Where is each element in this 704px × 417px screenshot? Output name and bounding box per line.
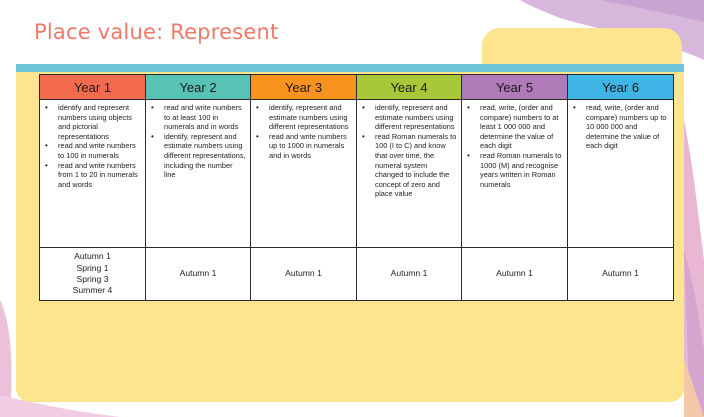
objectives-row: identify and represent numbers using obj… bbox=[39, 99, 674, 248]
terms-cell: Autumn 1 bbox=[145, 247, 251, 301]
objective-item: read, write, (order and compare) numbers… bbox=[573, 103, 669, 151]
terms-cell: Autumn 1 Spring 1 Spring 3 Summer 4 bbox=[39, 247, 146, 301]
term-label: Autumn 1 bbox=[74, 251, 111, 262]
objectives-cell: identify and represent numbers using obj… bbox=[39, 99, 146, 248]
term-label: Autumn 1 bbox=[179, 268, 217, 279]
terms-cell: Autumn 1 bbox=[356, 247, 462, 301]
term-label: Summer 4 bbox=[72, 285, 113, 296]
year-header: Year 1 bbox=[39, 74, 146, 100]
term-label: Autumn 1 bbox=[496, 268, 533, 279]
objective-item: read and write numbers from 1 to 20 in n… bbox=[45, 161, 141, 190]
objective-item: read and write numbers to at least 100 i… bbox=[151, 103, 246, 132]
objective-item: read Roman numerals to 1000 (M) and reco… bbox=[467, 151, 563, 189]
year-header: Year 5 bbox=[461, 74, 568, 100]
objective-item: identify and represent numbers using obj… bbox=[45, 103, 141, 141]
terms-cell: Autumn 1 bbox=[567, 247, 674, 301]
objective-list: identify and represent numbers using obj… bbox=[44, 103, 141, 189]
terms-cell: Autumn 1 bbox=[250, 247, 357, 301]
objective-list: identify, represent and estimate numbers… bbox=[255, 103, 352, 161]
term-label: Spring 1 bbox=[76, 262, 109, 273]
terms-row: Autumn 1 Spring 1 Spring 3 Summer 4 Autu… bbox=[39, 247, 674, 301]
objectives-cell: identify, represent and estimate numbers… bbox=[356, 99, 462, 248]
objective-item: identify, represent and estimate numbers… bbox=[256, 103, 352, 132]
objective-item: identify, represent and estimate numbers… bbox=[362, 103, 457, 132]
term-label: Autumn 1 bbox=[285, 268, 322, 279]
objectives-cell: read, write, (order and compare) numbers… bbox=[567, 99, 674, 248]
header-row: Year 1 Year 2 Year 3 Year 4 Year 5 Year … bbox=[39, 74, 674, 100]
term-label: Autumn 1 bbox=[390, 268, 428, 279]
objectives-cell: read and write numbers to at least 100 i… bbox=[145, 99, 251, 248]
objectives-cell: read, write, (order and compare) numbers… bbox=[461, 99, 568, 248]
objectives-cell: identify, represent and estimate numbers… bbox=[250, 99, 357, 248]
objective-list: read and write numbers to at least 100 i… bbox=[150, 103, 246, 180]
objective-list: read, write, (order and compare) numbers… bbox=[466, 103, 563, 189]
year-header: Year 3 bbox=[250, 74, 357, 100]
year-header: Year 4 bbox=[356, 74, 462, 100]
term-label: Spring 3 bbox=[76, 274, 109, 284]
term-label: Autumn 1 bbox=[602, 268, 639, 279]
objective-list: read, write, (order and compare) numbers… bbox=[572, 103, 669, 151]
objective-item: identify, represent and estimate numbers… bbox=[151, 132, 246, 180]
objective-item: read, write, (order and compare) numbers… bbox=[467, 103, 563, 151]
year-header: Year 6 bbox=[567, 74, 674, 100]
slide-title: Place value: Represent bbox=[34, 20, 279, 44]
terms-cell: Autumn 1 bbox=[461, 247, 568, 301]
card-top-band bbox=[16, 64, 684, 72]
curriculum-table: Year 1 Year 2 Year 3 Year 4 Year 5 Year … bbox=[39, 74, 674, 301]
objective-item: read Roman numerals to 100 (I to C) and … bbox=[362, 132, 457, 199]
year-header: Year 2 bbox=[145, 74, 251, 100]
objective-list: identify, represent and estimate numbers… bbox=[361, 103, 457, 199]
objective-item: read and write numbers up to 1000 in num… bbox=[256, 132, 352, 161]
objective-item: read and write numbers to 100 in numeral… bbox=[45, 141, 141, 160]
